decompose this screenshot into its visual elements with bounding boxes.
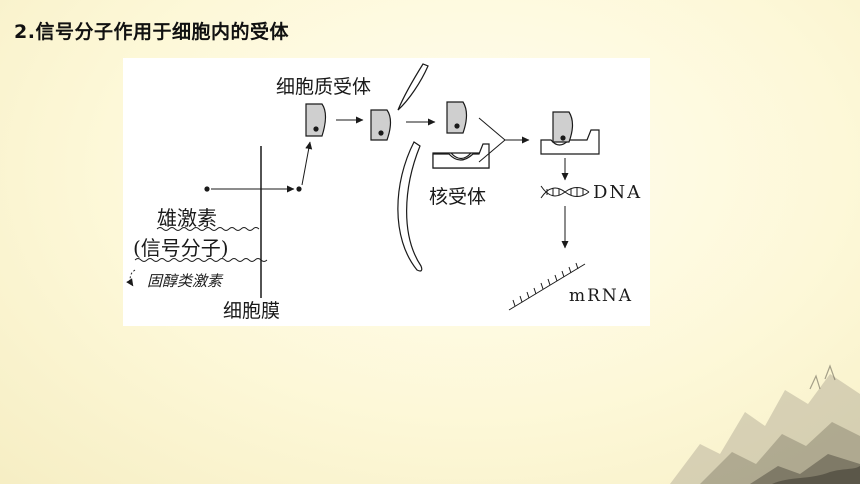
nuclear-envelope-upper bbox=[397, 63, 429, 111]
hormone-label: 雄激素 bbox=[157, 206, 217, 230]
cytoplasm-receptor-label: 细胞质受体 bbox=[276, 76, 372, 98]
nuclear-receptor-shape bbox=[432, 143, 490, 169]
cytoplasm-receptor-3 bbox=[446, 101, 468, 134]
signal-molecule-label: (信号分子) bbox=[133, 236, 229, 260]
signal-label-underline bbox=[134, 258, 268, 262]
receptor-complex bbox=[540, 111, 600, 155]
cell-membrane-label: 细胞膜 bbox=[223, 300, 281, 322]
slide-title: 2.信号分子作用于细胞内的受体 bbox=[14, 21, 289, 43]
dna-helix bbox=[540, 185, 590, 199]
dna-label: DNA bbox=[593, 182, 643, 203]
hormone-dot-inside bbox=[296, 186, 302, 192]
nuclear-envelope-lower bbox=[397, 141, 423, 272]
hormone-label-underline bbox=[156, 227, 260, 231]
ink-landscape-decoration bbox=[670, 364, 860, 484]
cytoplasm-receptor-1 bbox=[305, 103, 327, 137]
mrna-label: mRNA bbox=[569, 286, 634, 306]
signal-pathway-diagram: 细胞质受体 核受体 DNA mRNA 雄激素 (信号分子) 固醇类激素 细胞膜 bbox=[123, 58, 650, 326]
diagram-drawing bbox=[126, 63, 600, 311]
nuclear-receptor-label: 核受体 bbox=[429, 186, 487, 208]
handwritten-arrow bbox=[126, 269, 136, 287]
converge-line-bottom bbox=[478, 139, 506, 163]
cytoplasm-receptor-2 bbox=[370, 109, 392, 141]
binding-arrow bbox=[301, 141, 313, 186]
converge-line-top bbox=[478, 117, 506, 141]
mrna-strand bbox=[508, 262, 586, 311]
hormone-dot-outside bbox=[204, 186, 210, 192]
handwritten-note: 固醇类激素 bbox=[147, 272, 223, 290]
